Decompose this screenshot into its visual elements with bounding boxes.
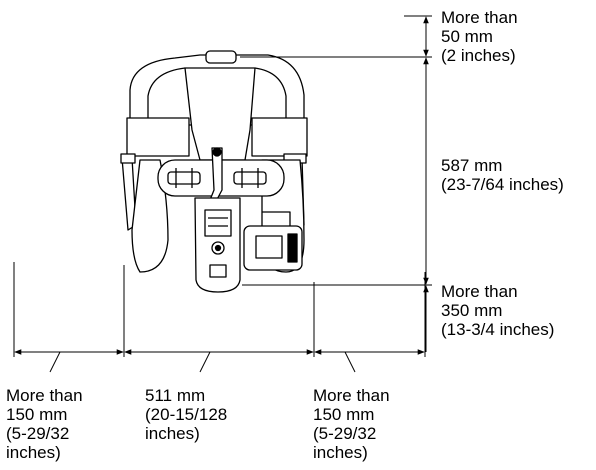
leader-left-clearance [49, 351, 61, 373]
label-rear-clearance: More than 350 mm (13-3/4 inches) [441, 282, 555, 339]
leader-right-clearance [344, 351, 356, 373]
machine-lever-pivot [212, 147, 222, 157]
extension-lines [13, 15, 432, 357]
machine-column [184, 67, 256, 161]
machine-drawing [120, 50, 308, 293]
machine-left-arm-cap [120, 153, 136, 164]
label-right-clearance: More than 150 mm (5-29/32 inches) [313, 386, 390, 462]
machine-label-plate [204, 209, 232, 237]
machine-right-handle [233, 168, 267, 188]
label-height: 587 mm (23-7/64 inches) [441, 156, 564, 194]
leader-width [199, 351, 211, 373]
machine-base-latch [209, 264, 227, 278]
label-width: 511 mm (20-15/128 inches) [145, 386, 228, 443]
label-top-clearance: More than 50 mm (2 inches) [441, 8, 518, 65]
machine-hood-ridge [147, 67, 287, 125]
machine-right-shoulder [251, 117, 308, 157]
machine-top-knob [205, 50, 237, 64]
machine-left-shoulder [126, 117, 190, 157]
leader-lines [49, 351, 356, 373]
label-left-clearance: More than 150 mm (5-29/32 inches) [6, 386, 83, 462]
machine-battery-window [255, 235, 283, 259]
machine-left-handle [167, 168, 201, 188]
